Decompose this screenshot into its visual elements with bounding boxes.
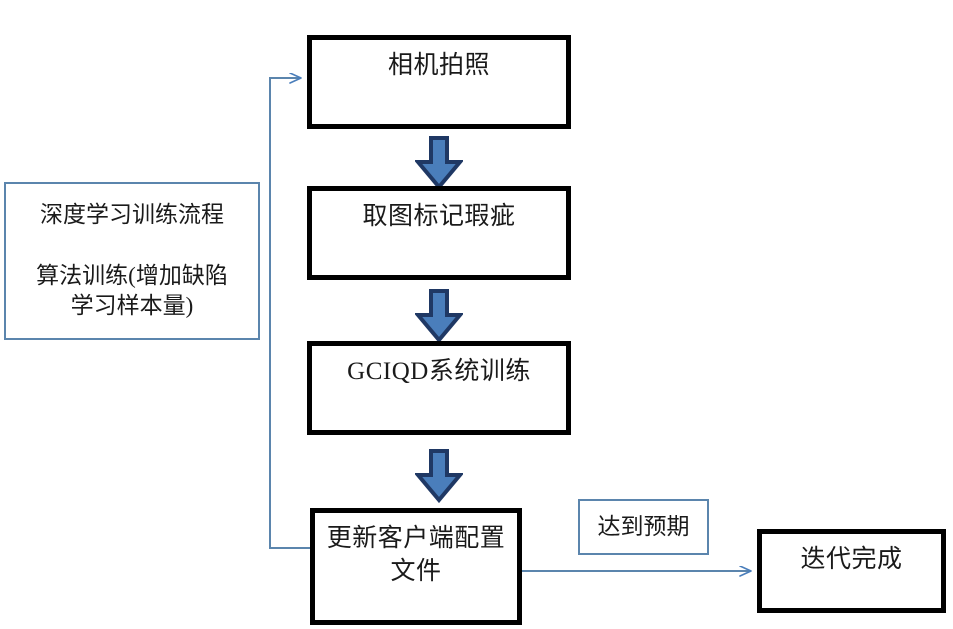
node-gciqd-system-training-label: GCIQD系统训练 xyxy=(347,358,531,385)
note-training-process: 深度学习训练流程 算法训练(增加缺陷 学习样本量) xyxy=(4,182,260,340)
block-arrow-down-icon-1 xyxy=(415,136,463,190)
node-camera-capture[interactable]: 相机拍照 xyxy=(307,35,571,129)
node-iteration-complete-label: 迭代完成 xyxy=(800,546,903,573)
note-meets-expectation-label: 达到预期 xyxy=(597,513,690,539)
node-camera-capture-label: 相机拍照 xyxy=(387,52,490,79)
node-capture-mark-defect[interactable]: 取图标记瑕疵 xyxy=(307,186,571,280)
node-gciqd-system-training[interactable]: GCIQD系统训练 xyxy=(307,341,571,435)
node-capture-mark-defect-label: 取图标记瑕疵 xyxy=(362,203,516,230)
node-update-client-config-file-label: 更新客户端配置 文件 xyxy=(326,525,506,585)
note-meets-expectation: 达到预期 xyxy=(578,499,709,555)
block-arrow-down-icon-2 xyxy=(415,289,463,343)
note-training-process-label: 深度学习训练流程 算法训练(增加缺陷 学习样本量) xyxy=(36,202,228,319)
edge-feedback-loop-path xyxy=(269,78,311,549)
block-arrow-down-icon-3 xyxy=(415,449,463,503)
node-update-client-config-file[interactable]: 更新客户端配置 文件 xyxy=(310,508,522,625)
node-iteration-complete[interactable]: 迭代完成 xyxy=(757,529,946,613)
